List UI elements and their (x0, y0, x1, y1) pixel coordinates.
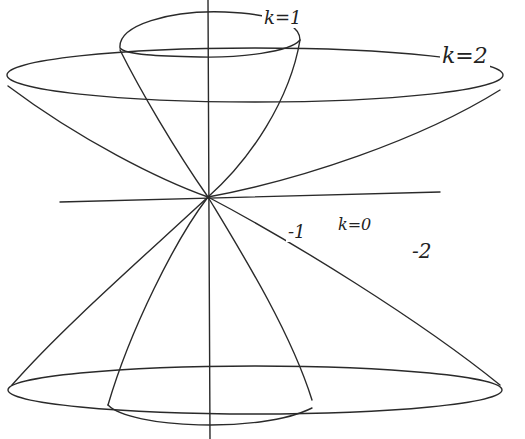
inner-upper-side (120, 50, 208, 197)
outer-upper-rim (7, 48, 503, 102)
inner-upper-side (208, 40, 300, 197)
level-label: k=0 (336, 216, 373, 234)
horizontal-axis (60, 192, 440, 202)
outer-lower-rim (8, 366, 502, 414)
level-label: -2 (410, 240, 433, 262)
level-label: -1 (286, 222, 308, 242)
outer-upper-side (8, 86, 208, 197)
vertical-axis (208, 0, 210, 439)
inner-lower-cap (108, 405, 312, 425)
level-label: k=1 (262, 8, 303, 28)
inner-lower-side (108, 197, 208, 405)
level-label: k=2 (440, 44, 490, 68)
inner-lower-side (208, 197, 312, 400)
outer-lower-side (12, 197, 208, 385)
outer-lower-side (208, 197, 500, 385)
outer-upper-side (208, 90, 500, 197)
